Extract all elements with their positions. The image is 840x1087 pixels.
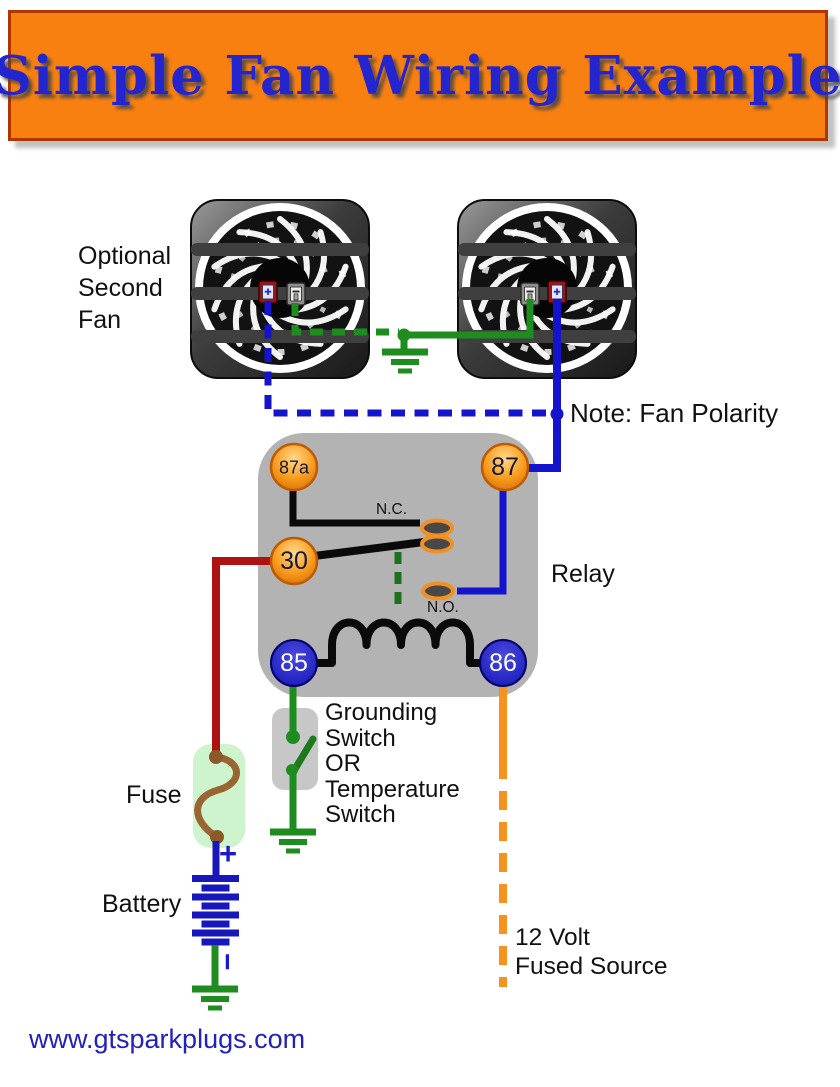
terminal-87a-label: 87a xyxy=(279,458,310,478)
switch-blade xyxy=(291,735,317,773)
ground-junction-dot xyxy=(397,328,411,342)
grounding-switch-label: Grounding Switch OR Temperature Switch xyxy=(325,699,460,828)
terminal-87 xyxy=(480,442,530,492)
no-contact-label: N.O. xyxy=(427,599,459,616)
switch-bottom-contact xyxy=(286,764,298,776)
battery-ground-symbol xyxy=(192,989,238,1008)
contact-no xyxy=(421,581,455,601)
terminal-86 xyxy=(479,639,527,687)
fan-left xyxy=(191,200,369,378)
switch-body xyxy=(272,708,318,790)
terminal-87-label: 87 xyxy=(491,453,519,481)
fan-right xyxy=(458,200,636,378)
relay-terminals: 87a 87 30 85 86 xyxy=(269,442,530,687)
fuse-label: Fuse xyxy=(126,781,182,809)
terminal-30 xyxy=(269,536,319,586)
fan-left-negative-terminal xyxy=(286,282,306,306)
contact-nc-lower xyxy=(420,534,454,554)
positive-wire-solid xyxy=(528,299,561,472)
battery-label: Battery xyxy=(102,890,182,918)
relay-no-lead xyxy=(457,489,507,595)
battery-minus-mark: − xyxy=(210,952,244,971)
optional-second-fan-label: Optional Second Fan xyxy=(78,242,172,334)
page-title: Simple Fan Wiring Example xyxy=(0,44,840,107)
fuse-element xyxy=(194,753,240,841)
battery-wire xyxy=(212,557,272,753)
terminal-85-label: 85 xyxy=(280,649,308,677)
switch-ground-symbol xyxy=(270,832,316,851)
positive-junction-dot xyxy=(550,407,564,421)
relay-nc-lead xyxy=(289,489,420,527)
fan-left-positive-terminal xyxy=(258,280,278,304)
terminal-85 xyxy=(270,639,318,687)
battery-plus-mark: + xyxy=(219,836,238,871)
terminal-30-label: 30 xyxy=(280,547,308,575)
fuse-body xyxy=(193,744,245,848)
ground-wire-dashed xyxy=(291,303,399,336)
fused-source-label: 12 Volt Fused Source xyxy=(515,924,668,980)
fan-ground-symbol xyxy=(382,352,428,371)
switch-top-contact xyxy=(286,730,300,744)
website-text: www.gtsparkplugs.com xyxy=(29,1024,306,1054)
relay-coil xyxy=(312,618,491,667)
nc-contact-label: N.C. xyxy=(376,501,407,518)
terminal-87a xyxy=(269,442,319,492)
ground-wire-solid xyxy=(404,299,534,339)
terminal-86-label: 86 xyxy=(489,649,517,677)
contact-nc-upper xyxy=(420,518,454,538)
battery-symbol xyxy=(192,875,239,946)
fuse-top-terminal xyxy=(209,750,223,764)
relay-label: Relay xyxy=(551,560,615,588)
title-banner: Simple Fan Wiring Example xyxy=(0,10,840,141)
positive-wire-dashed xyxy=(264,301,550,417)
relay-armature xyxy=(313,538,425,560)
fuse-bottom-terminal xyxy=(210,830,224,844)
fan-polarity-note: Note: Fan Polarity xyxy=(570,398,779,428)
